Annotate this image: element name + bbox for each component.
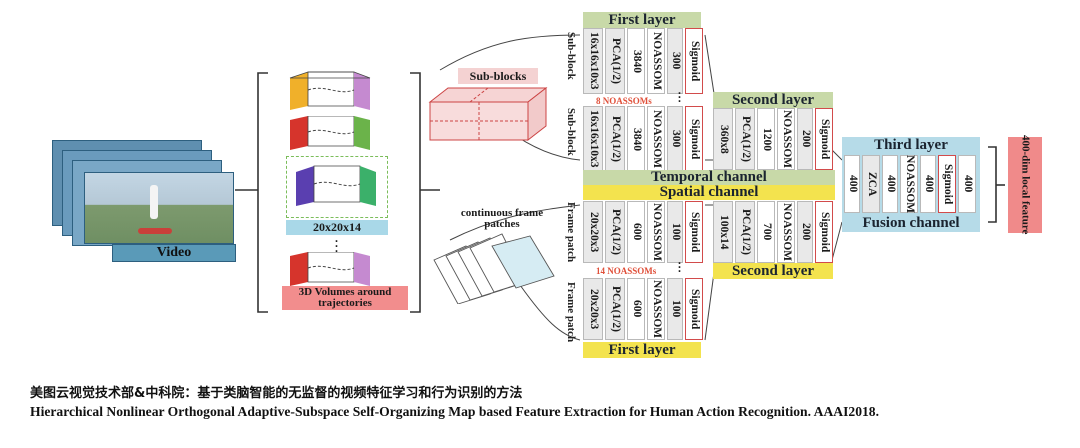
caption-english: Hierarchical Nonlinear Orthogonal Adapti…	[30, 404, 879, 419]
spatial-channel-bar: Spatial channel	[583, 184, 835, 200]
spatial-first-layer-title: First layer	[583, 342, 701, 358]
spatial-r2-input: 20x20x3	[583, 278, 603, 340]
temporal-l2-dim: 1200	[757, 108, 775, 170]
fusion-col-dim2: 400	[920, 155, 936, 213]
trajectory-label: 3D Volumes around trajectories	[282, 286, 408, 310]
spatial-r2-dim: 600	[627, 278, 645, 340]
spatial-second-layer-title: Second layer	[713, 263, 833, 279]
fusion-col-out: 400	[958, 155, 976, 213]
fusion-col-input: 400	[844, 155, 860, 213]
spatial-side-label-1: Frame patch	[565, 202, 577, 263]
spatial-l2-noassom: NOASSOM	[777, 201, 795, 263]
spatial-l2-sigmoid: Sigmoid	[815, 201, 833, 263]
spatial-count-label: 14 NOASSOMs	[596, 266, 657, 276]
spatial-l2-out: 200	[797, 201, 813, 263]
spatial-r1-pca: PCA(1/2)	[605, 201, 625, 263]
temporal-r1-dim: 3840	[627, 28, 645, 94]
temporal-side-label-2: Sub-block	[565, 108, 577, 156]
temporal-ellipsis: ...	[678, 83, 681, 105]
temporal-r1-input: 16x16x10x3	[583, 28, 603, 94]
temporal-r1-noassom: NOASSOM	[647, 28, 665, 94]
spatial-r2-noassom: NOASSOM	[647, 278, 665, 340]
volume-icon-purple	[296, 165, 376, 206]
output-feature-box: 400-dim local feature	[1008, 135, 1042, 235]
temporal-r2-input: 16x16x10x3	[583, 106, 603, 172]
spatial-l2-pca: PCA(1/2)	[735, 201, 755, 263]
patches-label: continuous frame patches	[460, 207, 544, 230]
fusion-channel-label: Fusion channel	[842, 215, 980, 232]
temporal-l2-sigmoid: Sigmoid	[815, 108, 833, 170]
spatial-r1-sigmoid: Sigmoid	[685, 201, 703, 263]
volume-icon-bottom	[290, 252, 370, 286]
temporal-side-label-1: Sub-block	[565, 32, 577, 80]
volume-icon-orange	[289, 71, 371, 110]
fusion-col-zca: ZCA	[862, 155, 880, 213]
subblocks-label: Sub-blocks	[458, 68, 538, 84]
spatial-l2-dim: 700	[757, 201, 775, 263]
fusion-col-dim1: 400	[882, 155, 898, 213]
temporal-l2-pca: PCA(1/2)	[735, 108, 755, 170]
caption-chinese: 美图云视觉技术部&中科院：基于类脑智能的无监督的视频特征学习和行为识别的方法	[30, 386, 523, 401]
spatial-r1-noassom: NOASSOM	[647, 201, 665, 263]
volume-icon-red	[290, 116, 370, 150]
subblocks-cube-icon	[428, 86, 548, 142]
spatial-side-label-2: Frame patch	[565, 282, 577, 343]
frame-patches-icon	[433, 233, 555, 304]
temporal-second-layer-title: Second layer	[713, 92, 833, 108]
temporal-count-label: 8 NOASSOMs	[596, 96, 652, 106]
spatial-r2-out: 100	[667, 278, 683, 340]
ellipsis-dots: ...	[335, 231, 338, 255]
temporal-l2-noassom: NOASSOM	[777, 108, 795, 170]
temporal-r1-out: 300	[667, 28, 683, 94]
spatial-r1-dim: 600	[627, 201, 645, 263]
temporal-channel-bar: Temporal channel	[583, 169, 835, 185]
temporal-r2-noassom: NOASSOM	[647, 106, 665, 172]
spatial-ellipsis: ...	[678, 253, 681, 275]
spatial-r2-sigmoid: Sigmoid	[685, 278, 703, 340]
temporal-l2-input: 360x8	[713, 108, 733, 170]
fusion-col-sigmoid: Sigmoid	[938, 155, 956, 213]
spatial-r2-pca: PCA(1/2)	[605, 278, 625, 340]
temporal-r1-pca: PCA(1/2)	[605, 28, 625, 94]
spatial-r1-out: 100	[667, 201, 683, 263]
temporal-first-layer-title: First layer	[583, 12, 701, 28]
spatial-l2-input: 100x14	[713, 201, 733, 263]
temporal-r2-pca: PCA(1/2)	[605, 106, 625, 172]
temporal-r1-sigmoid: Sigmoid	[685, 28, 703, 94]
temporal-l2-out: 200	[797, 108, 813, 170]
volume-size-label: 20x20x14	[286, 220, 388, 235]
temporal-r2-dim: 3840	[627, 106, 645, 172]
spatial-r1-input: 20x20x3	[583, 201, 603, 263]
video-label: Video	[112, 244, 236, 262]
temporal-r2-sigmoid: Sigmoid	[685, 106, 703, 172]
fusion-col-noassom: NOASSOM	[900, 155, 918, 213]
fusion-third-layer-title: Third layer	[842, 137, 980, 153]
temporal-r2-out: 300	[667, 106, 683, 172]
